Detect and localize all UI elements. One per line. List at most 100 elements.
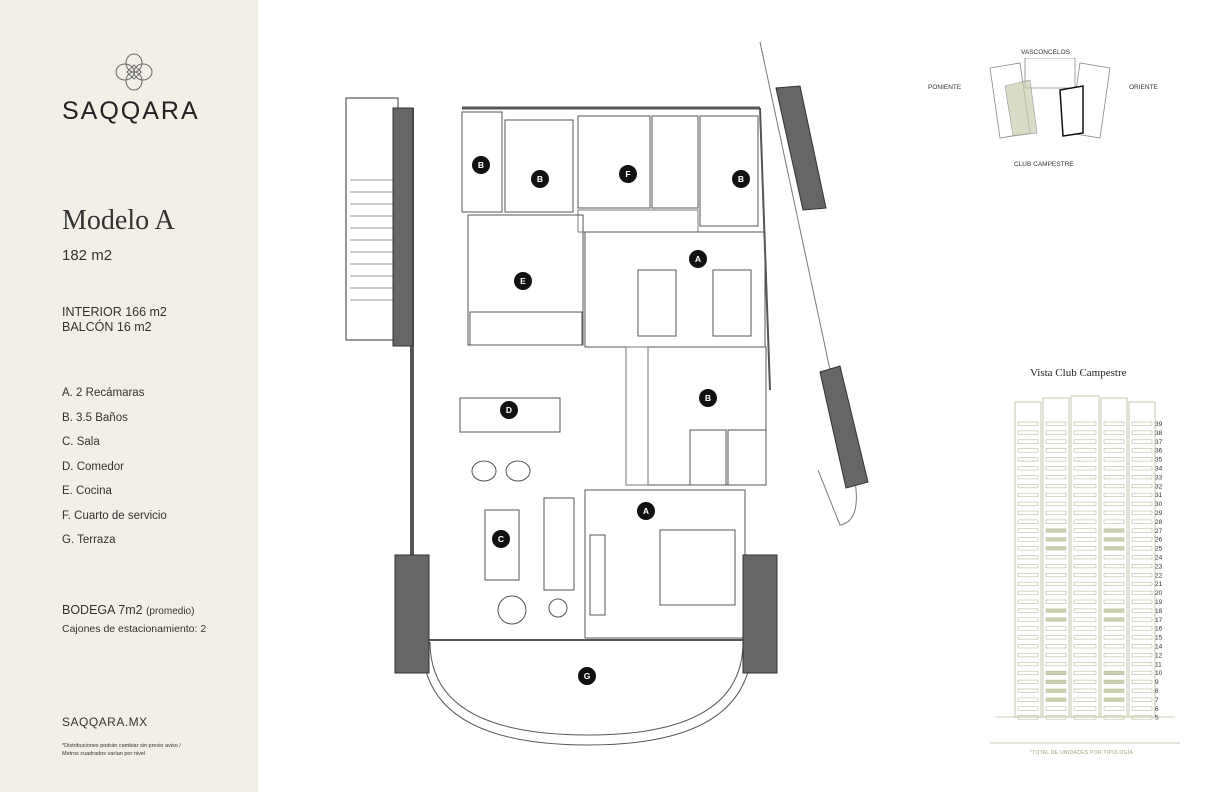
floor-unit [1131, 697, 1153, 702]
floor-unit [1017, 644, 1039, 649]
website-link[interactable]: SAQQARA.MX [62, 715, 148, 729]
floor-unit [1073, 475, 1097, 480]
orientation-south-label: CLUB CAMPESTRE [1014, 161, 1074, 168]
floor-unit [1103, 555, 1125, 560]
legend-item: C. Sala [62, 436, 100, 448]
floor-unit [1045, 430, 1067, 435]
floor-unit [1131, 519, 1153, 524]
floor-number: 17 [1155, 617, 1163, 624]
floor-number: 36 [1155, 448, 1163, 455]
floor-unit [1073, 439, 1097, 444]
floor-unit [1073, 564, 1097, 569]
room-badge-label: D [506, 405, 512, 415]
floor-unit [1103, 679, 1125, 684]
floor-unit [1131, 715, 1153, 720]
floor-unit [1045, 608, 1067, 613]
floor-number: 28 [1155, 519, 1163, 526]
balcony-area: BALCÓN 16 m2 [62, 320, 152, 334]
floor-unit [1045, 555, 1067, 560]
floor-unit [1073, 697, 1097, 702]
floor-number: 16 [1155, 626, 1163, 633]
floor-unit [1017, 439, 1039, 444]
floor-unit [1017, 626, 1039, 631]
footnote: *TOTAL DE UNIDADES POR TIPOLOGÍA [1030, 750, 1134, 756]
floor-unit [1045, 644, 1067, 649]
floor-unit [1073, 484, 1097, 489]
legend-item: B. 3.5 Baños [62, 411, 128, 424]
floor-number: 27 [1155, 528, 1163, 535]
room-badge-label: C [498, 534, 504, 544]
floor-plan: B B F B A E D B A C G [345, 41, 869, 746]
floor-unit [1045, 492, 1067, 497]
floor-unit [1131, 635, 1153, 640]
floor-unit [1103, 644, 1125, 649]
floor-unit [1017, 715, 1039, 720]
floor-unit [1017, 448, 1039, 453]
floor-unit [1073, 510, 1097, 515]
floor-unit [1045, 626, 1067, 631]
room-badge-label: A [643, 506, 649, 516]
room-badge-label: G [584, 671, 591, 681]
tower-elevation: 3938373635343332313029282726252423222120… [990, 395, 1180, 744]
disclaimer: *Distribuciones podrán cambiar sin previ… [62, 742, 212, 758]
floor-unit [1131, 510, 1153, 515]
floor-unit [1073, 653, 1097, 658]
floor-unit [1103, 573, 1125, 578]
floor-unit [1045, 466, 1067, 471]
legend-item: G. Terraza [62, 534, 116, 546]
floor-unit [1017, 697, 1039, 702]
floor-number: 21 [1155, 581, 1163, 588]
room-badge [699, 389, 717, 407]
floor-unit [1103, 670, 1125, 676]
floor-unit [1131, 466, 1153, 471]
floor-unit [1073, 706, 1097, 711]
room-badge [619, 165, 637, 183]
floor-number: 38 [1155, 430, 1163, 437]
floor-unit [1131, 457, 1153, 462]
floor-unit [1131, 599, 1153, 604]
floor-unit [1103, 617, 1125, 622]
floor-unit [1131, 679, 1153, 684]
floor-unit [1131, 590, 1153, 595]
floor-unit [1045, 581, 1067, 586]
floor-unit [1131, 688, 1153, 693]
floor-unit [1103, 475, 1125, 480]
floor-unit [1131, 537, 1153, 542]
floor-unit [1045, 537, 1067, 542]
floor-unit [1131, 430, 1153, 435]
floor-unit [1017, 492, 1039, 497]
floor-unit [1045, 439, 1067, 444]
floor-unit [1073, 670, 1097, 676]
floor-unit [1103, 528, 1125, 533]
floor-unit [1131, 617, 1153, 622]
floor-unit [1073, 430, 1097, 435]
orientation-west-label: PONIENTE [928, 84, 962, 91]
floor-unit [1131, 475, 1153, 480]
room-badge-label: B [537, 174, 543, 184]
room-badge-label: E [520, 276, 526, 286]
floor-number: 22 [1155, 572, 1163, 579]
floor-unit [1103, 564, 1125, 569]
room-badge [500, 401, 518, 419]
floor-number: 23 [1155, 563, 1163, 570]
floor-unit [1103, 599, 1125, 604]
floor-unit [1073, 644, 1097, 649]
floor-unit [1017, 564, 1039, 569]
floor-number: 10 [1155, 670, 1163, 677]
floor-number: 25 [1155, 546, 1163, 553]
room-badge [472, 156, 490, 174]
floor-unit [1131, 484, 1153, 489]
floor-unit [1131, 581, 1153, 586]
floor-unit [1103, 439, 1125, 444]
floor-unit [1073, 555, 1097, 560]
floor-unit [1073, 528, 1097, 533]
orientation-key: VASCONCELOS PONIENTE ORIENTE CLUB CAMPES… [925, 40, 1175, 180]
floor-unit [1045, 484, 1067, 489]
floor-unit [1103, 688, 1125, 693]
room-badge [492, 530, 510, 548]
legend-item: F. Cuarto de servicio [62, 509, 167, 522]
floor-unit [1045, 679, 1067, 684]
floor-unit [1103, 590, 1125, 595]
floor-unit [1103, 635, 1125, 640]
floor-rows [1017, 421, 1153, 720]
